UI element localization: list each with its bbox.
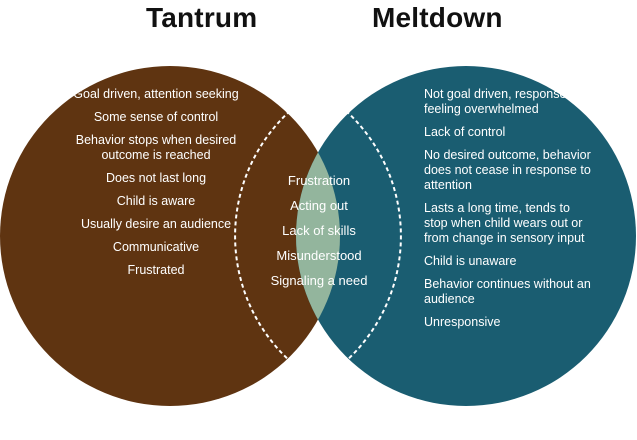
meltdown-trait: Lack of control [424, 125, 506, 139]
tantrum-traits-list: Goal driven, attention seeking Some sens… [68, 87, 244, 286]
intersection-right-dashed-border [317, 89, 402, 383]
tantrum-title: Tantrum [146, 2, 258, 33]
meltdown-trait: Child is unaware [424, 254, 517, 268]
tantrum-trait: Goal driven, attention seeking [73, 87, 239, 101]
meltdown-title: Meltdown [372, 2, 503, 33]
shared-trait: Acting out [290, 198, 348, 213]
shared-trait: Signaling a need [270, 273, 368, 288]
tantrum-circle [0, 66, 340, 406]
tantrum-trait: Does not last long [105, 171, 207, 185]
intersection-left-dashed-border [234, 89, 319, 383]
tantrum-trait: Usually desire an audience [80, 217, 232, 231]
meltdown-trait: No desired outcome, behavior does not ce… [424, 148, 591, 192]
tantrum-trait: Some sense of control [93, 110, 219, 124]
shared-trait: Misunderstood [276, 248, 362, 263]
shared-traits-list: Frustration Acting out Lack of skills Mi… [252, 173, 386, 298]
meltdown-trait: Behavior continues without an audience [424, 277, 591, 306]
tantrum-trait: Child is aware [116, 194, 196, 208]
tantrum-trait: Communicative [112, 240, 200, 254]
shared-trait: Frustration [287, 173, 351, 188]
tantrum-trait: Behavior stops when desired outcome is r… [75, 133, 237, 162]
shared-trait: Lack of skills [282, 223, 356, 238]
meltdown-trait: Lasts a long time, tends to stop when ch… [424, 201, 585, 245]
meltdown-traits-list: Not goal driven, response to feeling ove… [424, 87, 594, 338]
meltdown-circle [296, 66, 636, 406]
meltdown-trait: Unresponsive [424, 315, 501, 329]
meltdown-trait: Not goal driven, response to feeling ove… [424, 87, 581, 116]
tantrum-trait: Frustrated [127, 263, 185, 277]
